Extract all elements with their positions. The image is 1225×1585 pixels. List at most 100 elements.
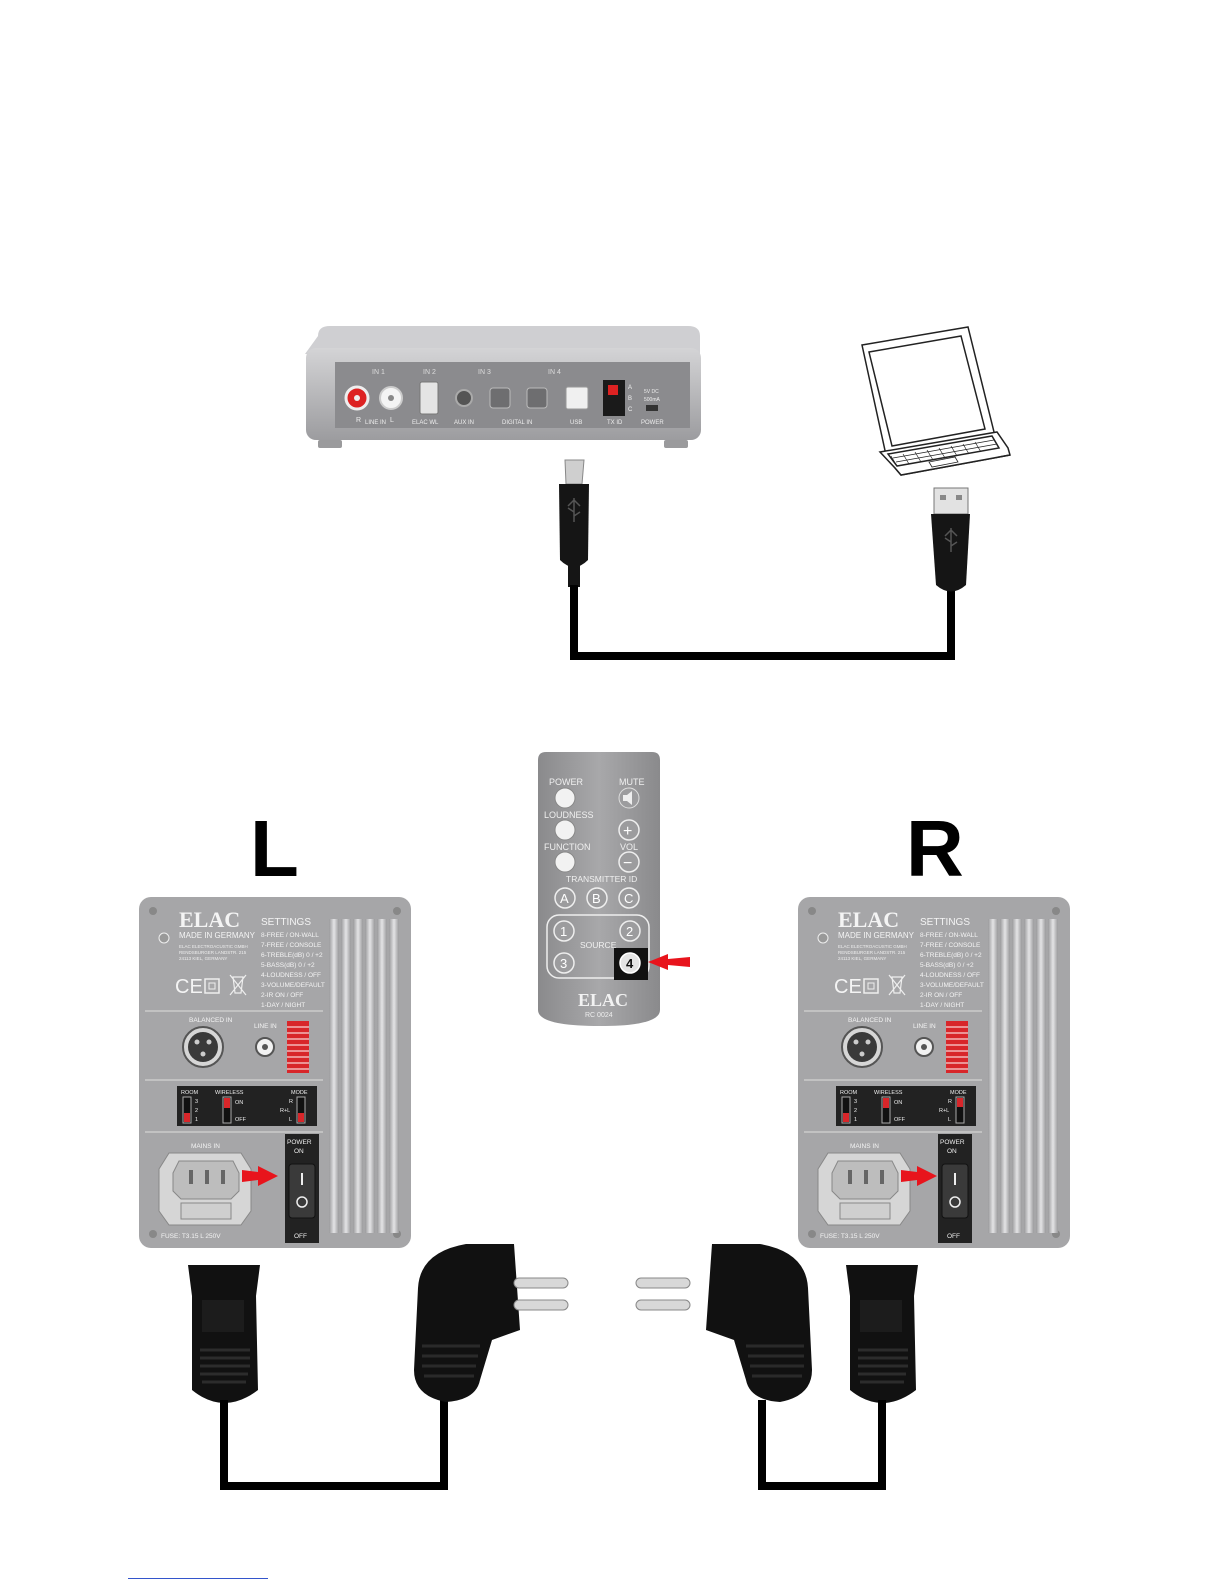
remote-source-3-button[interactable] [553, 952, 575, 974]
double-insulation-icon [863, 978, 879, 994]
mode-l: L [289, 1117, 292, 1123]
mode-r: R [289, 1099, 293, 1105]
elac-wl-usb-port[interactable] [419, 381, 439, 415]
speaker-power-off: OFF [294, 1233, 307, 1240]
tx-switch-c: C [628, 407, 633, 413]
remote-source-1: 1 [560, 924, 567, 939]
remote-power-label: POWER [549, 777, 584, 787]
weee-bin-icon [229, 974, 247, 996]
schuko-plug [414, 1244, 520, 1402]
remote-function-button[interactable] [554, 851, 576, 873]
wireless-on: ON [894, 1100, 902, 1106]
speaker-mains-in-label: MAINS IN [850, 1143, 879, 1150]
mode-switch[interactable] [955, 1096, 965, 1124]
left-power-cable [188, 1244, 569, 1490]
room-1: 1 [854, 1117, 857, 1123]
speaker-mains-in-label: MAINS IN [191, 1143, 220, 1150]
power-spec-1: 5V DC [644, 389, 659, 395]
power-spec-2: 500mA [644, 397, 661, 403]
remote-source-4-arrow [648, 954, 690, 970]
speaker-power-label: POWER [940, 1139, 965, 1146]
room-3: 3 [854, 1099, 857, 1105]
transmitter-in2-label: IN 2 [423, 369, 436, 376]
remote-id-b: B [592, 891, 601, 906]
wireless-off: OFF [894, 1117, 906, 1123]
schuko-pin [635, 1277, 691, 1289]
speaker-setting-1: 1-DAY / NIGHT [920, 1002, 964, 1009]
speaker-setting-4: 4-LOUDNESS / OFF [261, 972, 321, 979]
aux-in-jack[interactable] [455, 389, 473, 407]
room-3: 3 [195, 1099, 198, 1105]
transmitter-in3-label: IN 3 [478, 369, 491, 376]
remote-source-4-button[interactable] [619, 952, 641, 974]
remote-minus-glyph: − [623, 855, 632, 872]
schuko-plug [706, 1244, 812, 1402]
speaker-setting-1: 1-DAY / NIGHT [261, 1002, 305, 1009]
remote-id-b-button[interactable] [586, 887, 608, 909]
rca-l-label: L [390, 417, 394, 424]
wireless-switch[interactable] [881, 1096, 891, 1124]
remote-loudness-button[interactable] [554, 819, 576, 841]
remote-power-button[interactable] [554, 787, 576, 809]
mode-l: L [948, 1117, 951, 1123]
transmitter-in4-label: IN 4 [548, 369, 561, 376]
dip-switch-bank[interactable] [946, 1021, 968, 1073]
speaker-power-off: OFF [947, 1233, 960, 1240]
heat-sink-fins [329, 919, 399, 1233]
remote-source-4: 4 [626, 956, 634, 971]
port-label-tx-id: TX ID [607, 420, 623, 426]
speaker-setting-7: 7-FREE / CONSOLE [920, 942, 981, 949]
remote-vol-plus-button[interactable] [618, 819, 640, 841]
dip-switch-bank[interactable] [287, 1021, 309, 1073]
speaker-made-in: MADE IN GERMANY [838, 931, 915, 940]
remote-id-c-button[interactable] [618, 887, 640, 909]
speaker-brand: ELAC [179, 907, 240, 932]
remote-source-2-button[interactable] [619, 920, 641, 942]
remote-plus-glyph: + [623, 823, 632, 840]
speaker-balanced-in-label: BALANCED IN [189, 1017, 233, 1024]
power-rocker-switch[interactable] [288, 1163, 316, 1219]
rca-r-label: R [356, 417, 361, 424]
remote-source-1-button[interactable] [553, 920, 575, 942]
remote-control: POWER MUTE LOUDNESS + FUNCTION VOL − TRA… [538, 752, 660, 1026]
remote-function-label: FUNCTION [544, 842, 591, 852]
speaker-wireless-label: WIRELESS [215, 1090, 244, 1096]
speaker-company-2: RENDSBURGER LANDSTR. 215 [179, 950, 247, 955]
speaker-settings-title: SETTINGS [261, 917, 311, 928]
remote-id-c: C [624, 891, 633, 906]
remote-vol-minus-button[interactable] [618, 851, 640, 873]
speaker-fuse-label: FUSE: T3.15 L 250V [820, 1233, 880, 1240]
ce-mark-icon: CE [834, 976, 862, 998]
usb-b-port[interactable] [565, 386, 589, 410]
room-switch[interactable] [182, 1096, 192, 1124]
wireless-off: OFF [235, 1117, 247, 1123]
right-speaker-panel: ELAC MADE IN GERMANY ELAC ELECTROACUSTIC… [798, 897, 1070, 1248]
double-insulation-icon [204, 978, 220, 994]
room-2: 2 [854, 1108, 857, 1114]
tx-switch-a: A [628, 385, 632, 391]
speaker-setting-4: 4-LOUDNESS / OFF [920, 972, 980, 979]
power-rocker-switch[interactable] [941, 1163, 969, 1219]
remote-id-a-button[interactable] [554, 887, 576, 909]
transmitter-in1-label: IN 1 [372, 369, 385, 376]
speaker-setting-8: 8-FREE / ON-WALL [261, 932, 319, 939]
speaker-company-2: RENDSBURGER LANDSTR. 215 [838, 950, 906, 955]
port-label-power: POWER [641, 420, 664, 426]
optical-in-2[interactable] [526, 387, 548, 409]
port-label-elac-wl: ELAC WL [412, 420, 439, 426]
speaker-fuse-label: FUSE: T3.15 L 250V [161, 1233, 221, 1240]
speaker-room-label: ROOM [181, 1090, 199, 1096]
speaker-setting-7: 7-FREE / CONSOLE [261, 942, 322, 949]
room-switch[interactable] [841, 1096, 851, 1124]
room-1: 1 [195, 1117, 198, 1123]
right-speaker-label: R [906, 804, 964, 893]
tx-switch-b: B [628, 396, 632, 402]
optical-in-1[interactable] [489, 387, 511, 409]
power-port[interactable] [646, 405, 658, 411]
speaker-wireless-label: WIRELESS [874, 1090, 903, 1096]
mode-switch[interactable] [296, 1096, 306, 1124]
speaker-setting-5: 5-BASS(dB) 0 / +2 [920, 962, 974, 969]
wireless-switch[interactable] [222, 1096, 232, 1124]
remote-source-label: SOURCE [580, 940, 617, 950]
